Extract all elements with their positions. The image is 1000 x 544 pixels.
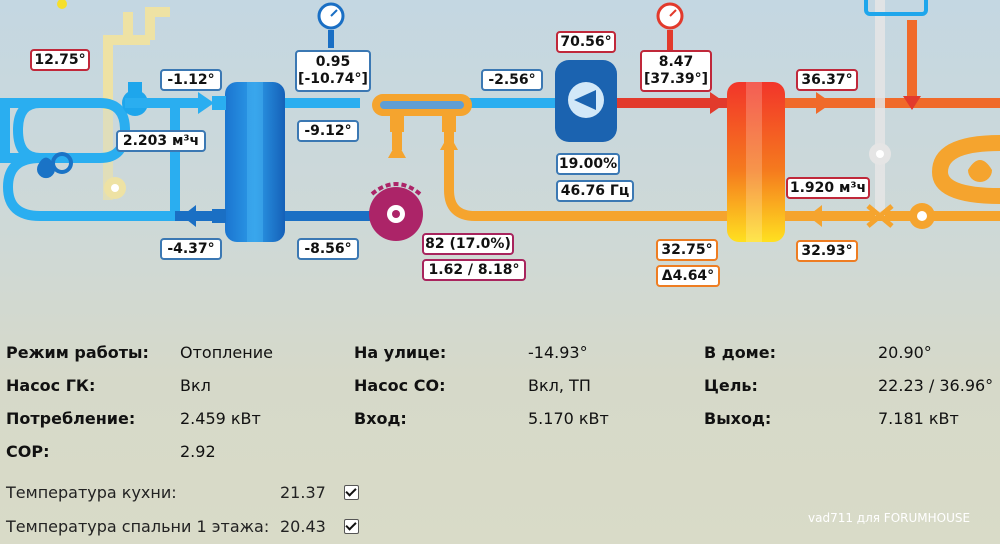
pump-co-label: Насос СО: (354, 376, 446, 395)
watermark: vad711 для FORUMHOUSE (808, 511, 971, 525)
suction-line (285, 98, 560, 221)
brine-return-temp-tag: -4.37° (160, 238, 222, 260)
compressor (555, 60, 617, 142)
evap-pressure-value: 0.95 (315, 54, 351, 70)
brine-out-temp-tag: -1.12° (160, 69, 222, 91)
compressor-freq-tag: 46.76 Гц (556, 180, 634, 202)
consumption-label: Потребление: (6, 409, 136, 428)
suction-temp-tag: -2.56° (481, 69, 543, 91)
mode-value: Отопление (180, 343, 273, 362)
bedroom-temp-checkbox[interactable] (344, 519, 359, 534)
heating-supply-temp-tag: 36.37° (796, 69, 858, 91)
input-power-label: Вход: (354, 409, 407, 428)
evaporator (212, 82, 285, 242)
target-value: 22.23 / 36.96° (878, 376, 994, 395)
delta-temp-tag: Δ4.64° (656, 265, 720, 287)
cond-pressure-gauge-icon (656, 2, 684, 50)
kitchen-temp-value: 21.37 (280, 483, 326, 502)
kitchen-temp-checkbox[interactable] (344, 485, 359, 500)
evap-pressure-sat-temp: [-10.74°] (298, 71, 368, 87)
indoor-value: 20.90° (878, 343, 932, 362)
condenser (727, 82, 785, 242)
pump-co-value: Вкл, ТП (528, 376, 591, 395)
output-power-value: 7.181 кВт (878, 409, 959, 428)
pump-gk-value: Вкл (180, 376, 211, 395)
ground-loop (0, 98, 180, 221)
cop-label: COP: (6, 442, 50, 461)
liquid-line (388, 132, 740, 221)
source-air-temp-tag: 12.75° (30, 49, 90, 71)
evap-in-temp-tag: -8.56° (297, 238, 359, 260)
mode-label: Режим работы: (6, 343, 149, 362)
liquid-temp-tag: 32.75° (656, 239, 718, 261)
discharge-temp-tag: 70.56° (556, 31, 616, 53)
eev-superheat-tag: 1.62 / 8.18° (422, 259, 526, 281)
heating-return-temp-tag: 32.93° (796, 240, 858, 262)
cond-pressure-tag: 8.47 [37.39°] (640, 50, 712, 92)
eev-steps-tag: 82 (17.0%) (422, 233, 514, 255)
discharge-line (617, 92, 735, 114)
cop-value: 2.92 (180, 442, 216, 461)
consumption-value: 2.459 кВт (180, 409, 261, 428)
evap-pressure-gauge-icon (317, 2, 345, 48)
evap-pressure-tag: 0.95 [-10.74°] (295, 50, 371, 92)
cond-pressure-value: 8.47 (658, 54, 694, 70)
cond-pressure-sat-temp: [37.39°] (643, 71, 709, 87)
heat-pump-diagram (0, 0, 1000, 242)
pump-gk-label: Насос ГК: (6, 376, 96, 395)
compressor-load-tag: 19.00% (556, 153, 620, 175)
kitchen-temp-label: Температура кухни: (6, 483, 177, 502)
receiver (372, 94, 472, 132)
expansion-valve (369, 182, 423, 241)
output-power-label: Выход: (704, 409, 772, 428)
input-power-value: 5.170 кВт (528, 409, 609, 428)
heating-circuit (785, 0, 1000, 229)
outside-label: На улице: (354, 343, 447, 362)
target-label: Цель: (704, 376, 758, 395)
outside-value: -14.93° (528, 343, 588, 362)
evap-out-temp-tag: -9.12° (297, 120, 359, 142)
brine-valve-bottom (104, 177, 126, 199)
bedroom-temp-value: 20.43 (280, 517, 326, 536)
bedroom-temp-label: Температура спальни 1 этажа: (6, 517, 270, 536)
indoor-label: В доме: (704, 343, 777, 362)
heating-flow-tag: 1.920 м³ч (786, 177, 870, 199)
brine-flow-tag: 2.203 м³ч (116, 130, 206, 152)
